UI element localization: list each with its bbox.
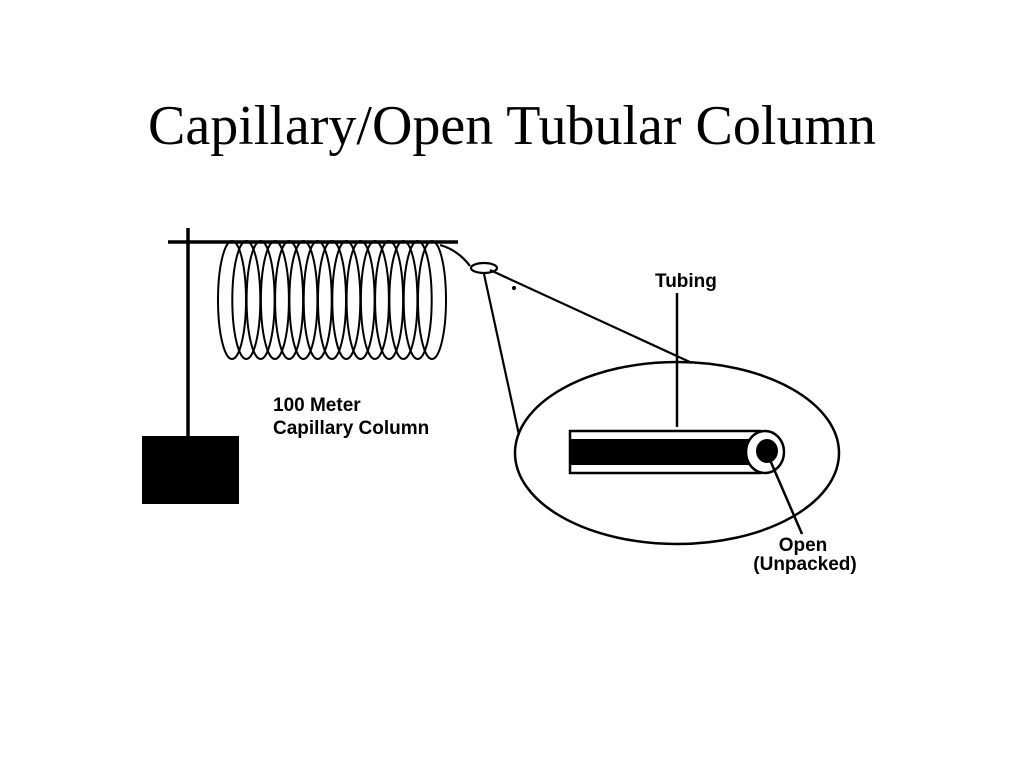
capillary-coil <box>217 240 447 360</box>
open-label-line1: Open <box>779 535 828 556</box>
column-tail <box>439 243 517 291</box>
magnification-lines <box>482 269 693 436</box>
tubing-detail <box>568 429 786 475</box>
coil-label-line1: 100 Meter <box>273 395 361 416</box>
tubing-label: Tubing <box>655 271 717 292</box>
cross-section-marker <box>469 261 499 275</box>
open-leader-line <box>765 452 804 535</box>
open-label-line2: (Unpacked) <box>753 554 856 575</box>
open-bore <box>756 439 778 463</box>
column-stand <box>168 228 458 440</box>
stand-base <box>142 436 239 504</box>
coil-loop <box>402 240 433 360</box>
coil-loop <box>417 240 447 360</box>
coil-label-line2: Capillary Column <box>273 418 429 439</box>
slide-title: Capillary/Open Tubular Column <box>148 95 876 157</box>
